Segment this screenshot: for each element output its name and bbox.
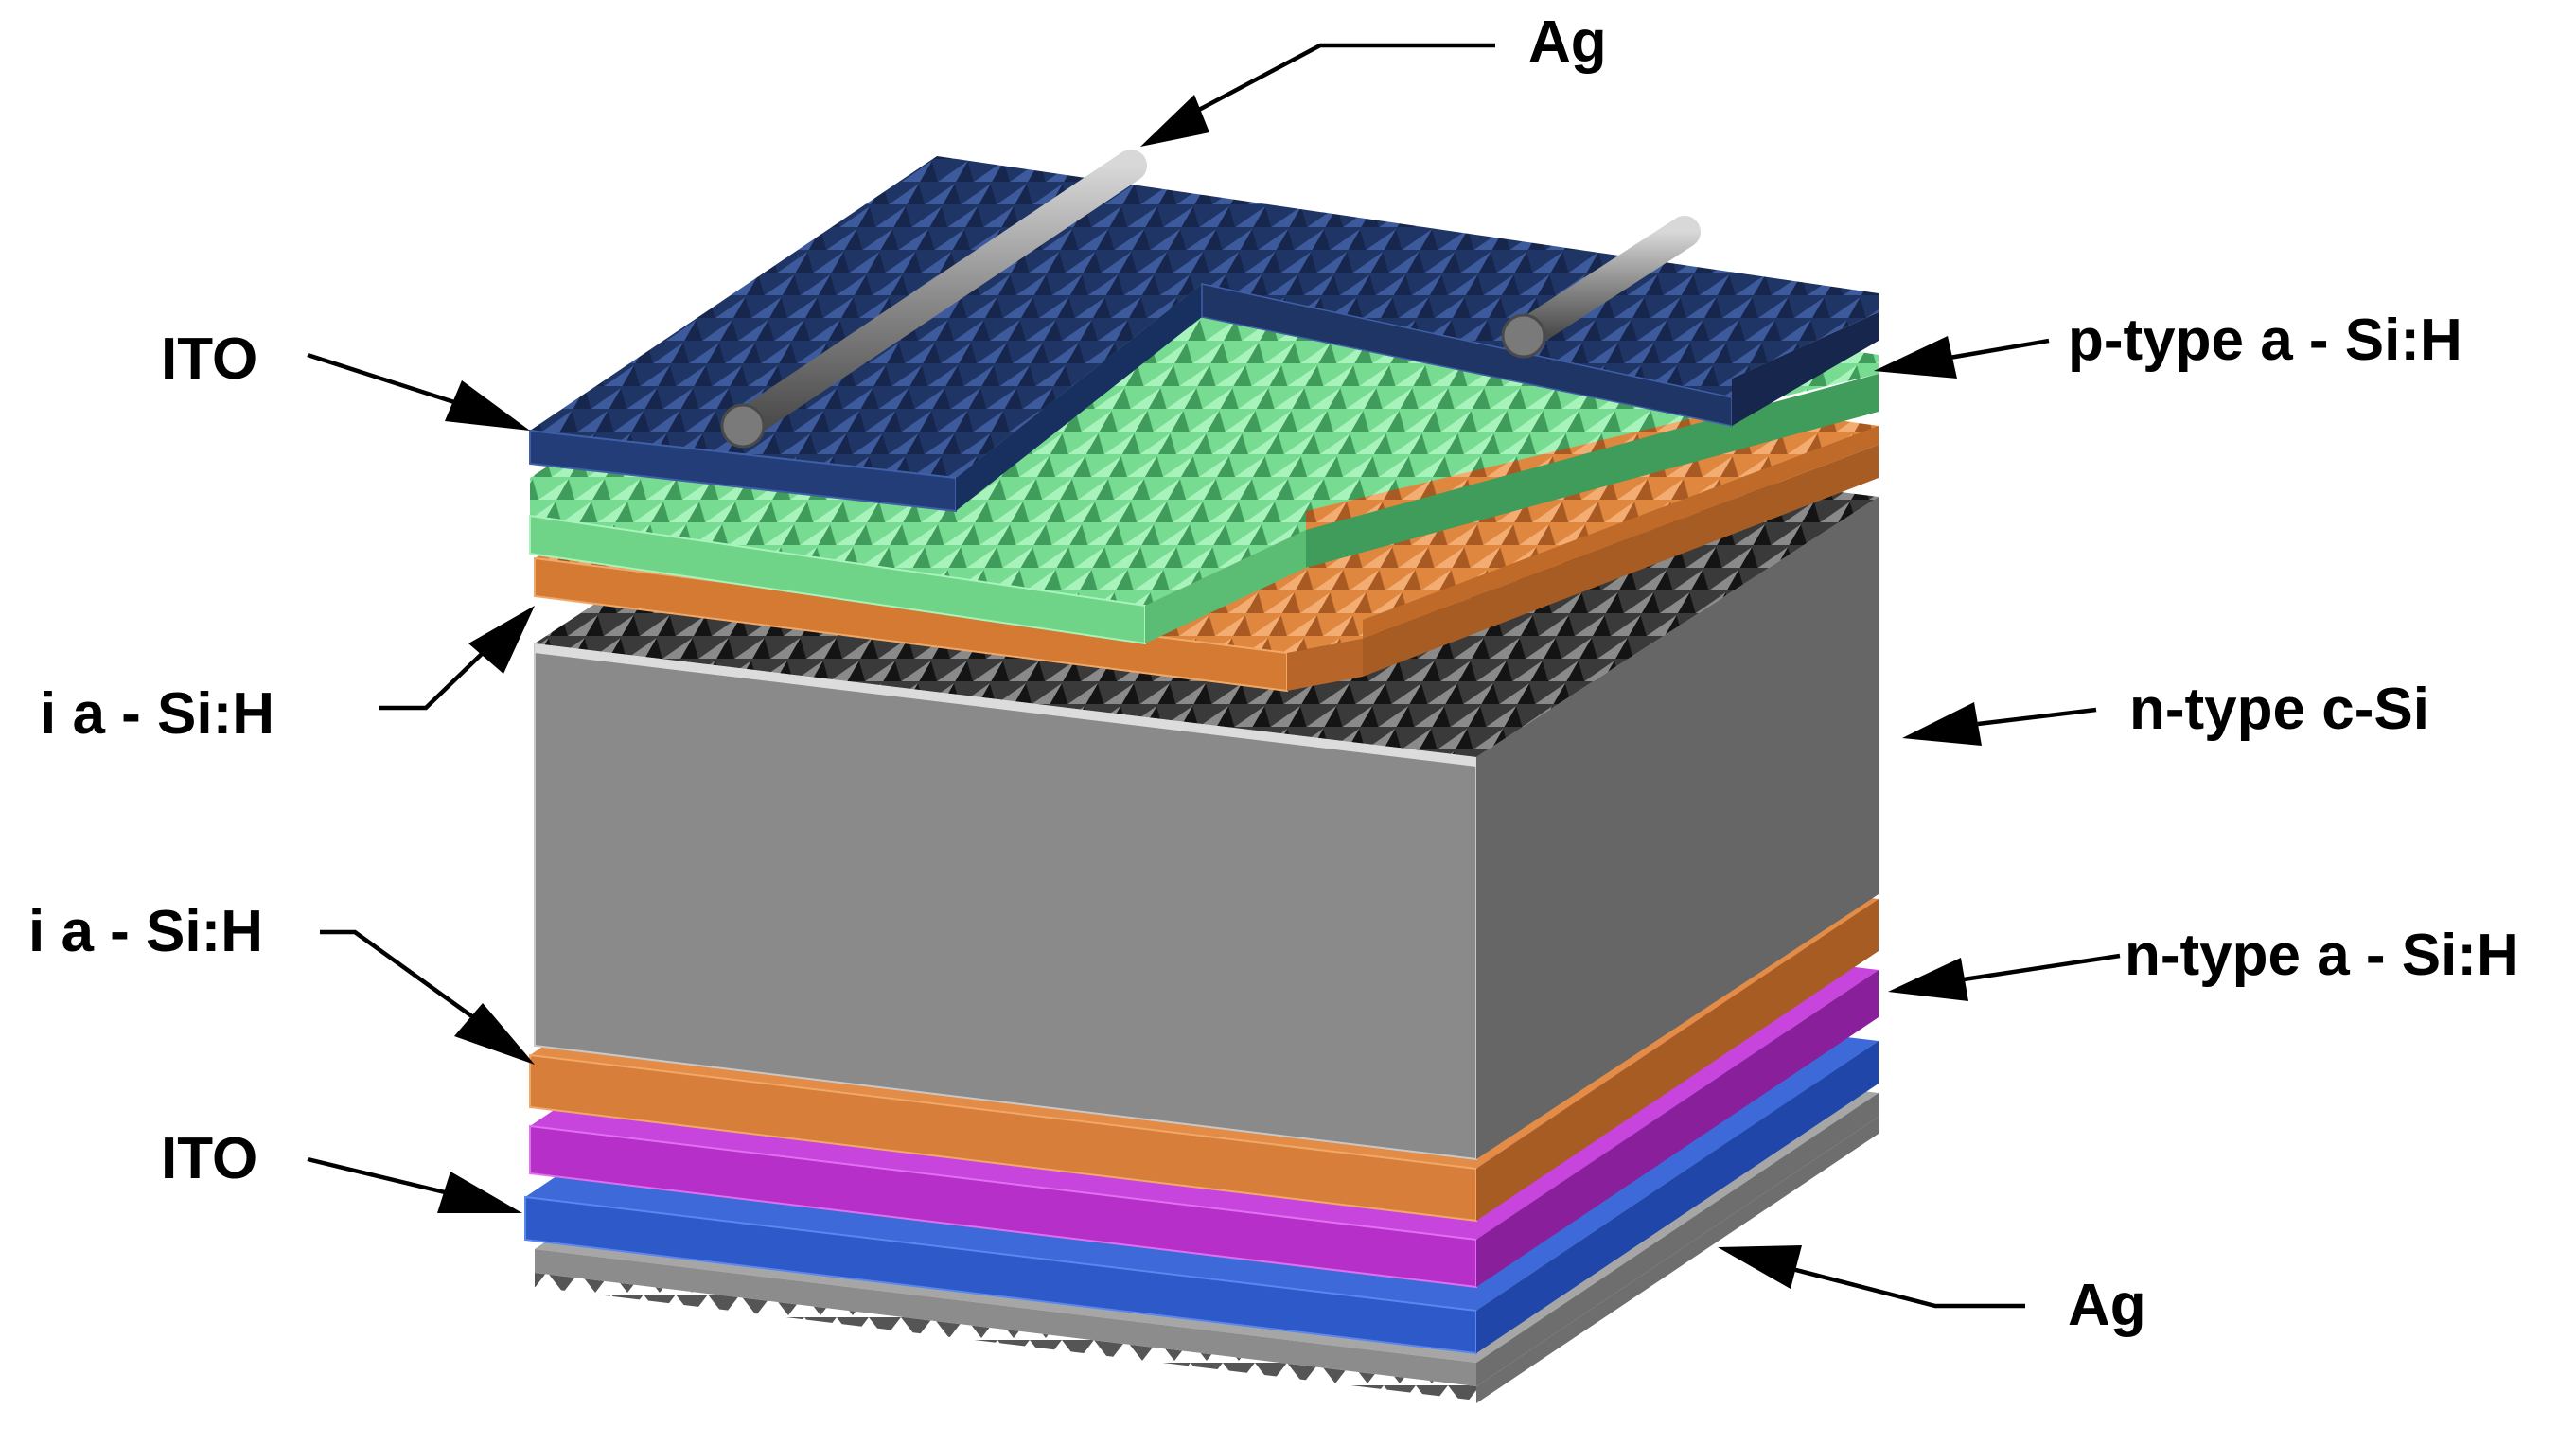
label-ito-bottom: ITO — [161, 1126, 257, 1191]
label-n-type: n-type a - Si:H — [2125, 923, 2519, 988]
label-ag-bottom: Ag — [2068, 1273, 2146, 1338]
label-ag-top: Ag — [1528, 9, 1607, 75]
leader-ag-top — [1140, 43, 1495, 147]
label-p-type: p-type a - Si:H — [2068, 308, 2462, 373]
ito-top-layer — [529, 156, 1879, 513]
leader-n-csi — [1902, 702, 2097, 746]
ag-finger-left — [720, 150, 1147, 449]
leader-p-type — [1874, 336, 2050, 379]
label-i-bottom: i a - Si:H — [28, 899, 263, 964]
ag-finger-right — [1501, 216, 1701, 359]
leader-n-type — [1888, 953, 2121, 1001]
leader-i-top — [379, 606, 535, 711]
leader-i-bottom — [320, 929, 535, 1065]
label-i-top: i a - Si:H — [40, 681, 274, 747]
label-ito-top: ITO — [161, 326, 257, 392]
leader-ag-bottom — [1718, 1245, 2025, 1309]
leader-ito-bottom — [307, 1156, 522, 1213]
label-n-csi: n-type c-Si — [2129, 677, 2429, 742]
leader-ito-top — [307, 352, 530, 431]
